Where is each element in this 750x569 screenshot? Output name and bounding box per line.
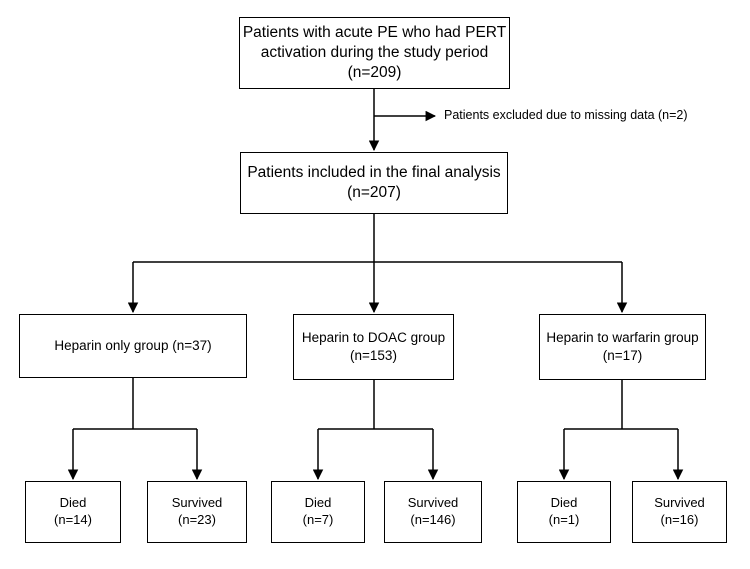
group-3-line-1: Heparin to warfarin group <box>546 330 699 346</box>
group-2-line-1: Heparin to DOAC group <box>301 330 446 346</box>
included-line-1: Patients included in the final analysis <box>247 163 501 181</box>
box-group-heparin-warfarin: Heparin to warfarin group (n=17) <box>539 314 706 380</box>
box-outcome-warfarin-died: Died (n=1) <box>517 481 611 543</box>
top-line-3: (n=209) <box>347 64 402 82</box>
outcome-count: (n=1) <box>548 512 580 527</box>
outcome-label: Died <box>59 495 87 511</box>
outcome-count: (n=23) <box>178 512 216 527</box>
box-outcome-warfarin-survived: Survived (n=16) <box>632 481 727 543</box>
top-line-1: Patients with acute PE who had PERT <box>242 23 507 41</box>
outcome-count: (n=146) <box>410 512 456 527</box>
box-final-analysis: Patients included in the final analysis … <box>240 152 508 214</box>
box-pert-activation: Patients with acute PE who had PERT acti… <box>239 17 510 89</box>
outcome-count: (n=16) <box>660 512 699 527</box>
box-outcome-heparin-only-survived: Survived (n=23) <box>147 481 247 543</box>
outcome-label: Survived <box>171 495 223 511</box>
included-line-2: (n=207) <box>347 184 401 201</box>
box-outcome-doac-died: Died (n=7) <box>271 481 365 543</box>
outcome-label: Died <box>304 495 332 511</box>
outcome-count: (n=14) <box>54 512 92 527</box>
group-3-line-2: (n=17) <box>602 348 643 363</box>
outcome-count: (n=7) <box>302 512 334 527</box>
outcome-label: Died <box>550 495 578 511</box>
outcome-label: Survived <box>407 495 459 511</box>
top-line-2: activation during the study period <box>260 43 489 61</box>
box-group-heparin-doac: Heparin to DOAC group (n=153) <box>293 314 454 380</box>
group-1-line-1: Heparin only group (n=37) <box>54 338 212 354</box>
box-outcome-heparin-only-died: Died (n=14) <box>25 481 121 543</box>
excluded-note: Patients excluded due to missing data (n… <box>444 108 688 122</box>
group-2-line-2: (n=153) <box>350 348 397 363</box>
box-outcome-doac-survived: Survived (n=146) <box>384 481 482 543</box>
outcome-label: Survived <box>654 495 705 511</box>
box-group-heparin-only: Heparin only group (n=37) <box>19 314 247 378</box>
